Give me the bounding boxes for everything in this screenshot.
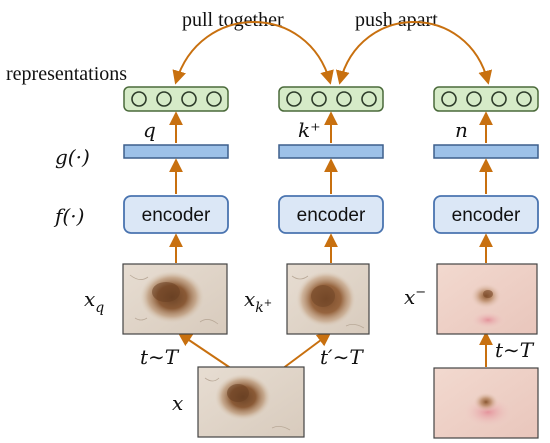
image-x-minus-source	[433, 367, 539, 439]
x-k-plus-subscript: k	[255, 300, 263, 316]
encoder-k-label: encoder	[297, 205, 366, 226]
image-x-q	[122, 263, 228, 335]
q-label: q	[143, 118, 156, 142]
pull-together-label: pull together	[182, 9, 284, 31]
image-x-minus	[436, 263, 538, 335]
push-apart-arrow	[335, 21, 493, 85]
pull-together-arrow	[172, 21, 334, 85]
arrow-x-to-xq	[177, 332, 233, 370]
encoder-q: encoder	[123, 195, 229, 234]
projection-head-n	[433, 144, 539, 159]
arrow-x-to-xk	[281, 332, 332, 370]
x-k-plus-superscript: +	[264, 298, 272, 309]
t-T-left-label: t∼T	[140, 345, 180, 369]
encoder-n-label: encoder	[452, 205, 521, 226]
representation-vector-q	[123, 86, 229, 112]
x-minus-superscript: −	[415, 285, 426, 300]
representations-label: representations	[6, 63, 127, 85]
encoder-n: encoder	[433, 195, 539, 234]
k-plus-label: k⁺	[298, 118, 321, 142]
g-function-label: g(·)	[55, 145, 90, 169]
image-x	[197, 366, 305, 438]
x-k-plus-label: xk+	[244, 287, 272, 316]
encoder-k: encoder	[278, 195, 384, 234]
x-minus-label: x−	[404, 285, 426, 309]
encoder-q-label: encoder	[142, 205, 211, 226]
representation-vector-n	[433, 86, 539, 112]
t-prime-T-label: t′∼T	[320, 345, 364, 369]
n-label: n	[455, 118, 468, 142]
image-x-k-plus	[286, 263, 370, 335]
x-q-subscript: q	[95, 300, 104, 316]
push-apart-label: push apart	[355, 9, 438, 31]
x-label: x	[172, 391, 183, 415]
t-T-right-label: t∼T	[495, 338, 535, 362]
projection-head-k	[278, 144, 384, 159]
representation-vector-k	[278, 86, 384, 112]
f-function-label: f(·)	[53, 204, 84, 228]
x-q-label: xq	[84, 287, 104, 316]
projection-head-q	[123, 144, 229, 159]
